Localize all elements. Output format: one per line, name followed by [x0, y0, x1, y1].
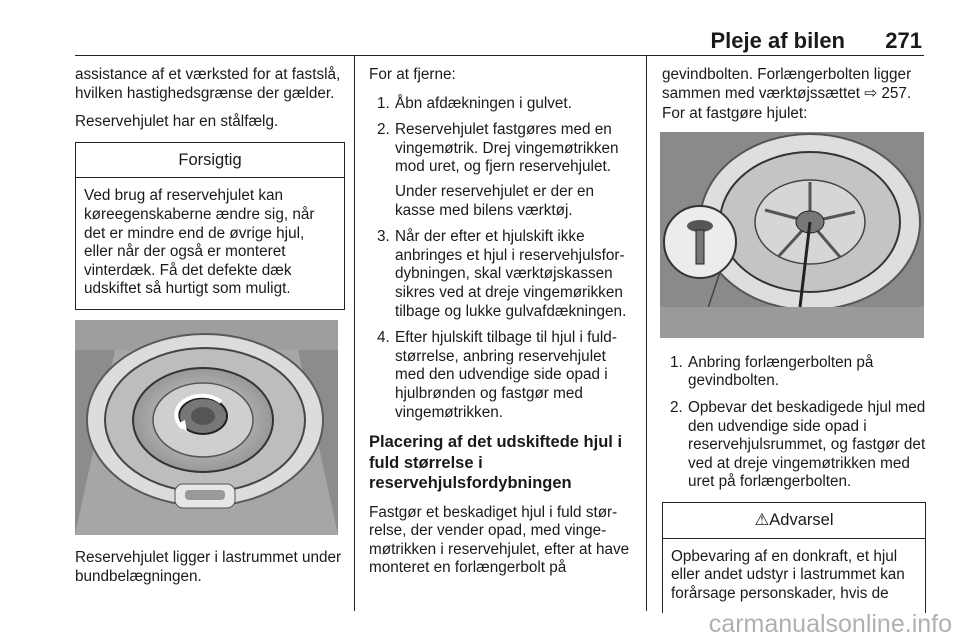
- spare-wheel-illustration: [75, 319, 338, 535]
- paragraph: For at fastgøre hjulet:: [662, 105, 808, 123]
- step-text: Anbring forlængerbolten på gevindbolten.: [688, 353, 874, 390]
- step-note: Under reservehjulet er der en kasse med …: [395, 182, 594, 219]
- figure-caption: Reservehjulet ligger i lastrummet under …: [75, 548, 342, 585]
- step-text: Når der efter et hjulskift ikke anbringe…: [395, 228, 627, 320]
- step-number: 2.: [377, 121, 390, 139]
- list-item: 1. Anbring forlængerbolten på gevindbolt…: [662, 354, 926, 391]
- warning-box: ⚠Advarsel Opbevaring af en donkraft, et …: [662, 501, 926, 614]
- column-2: For at fjerne: 1. Åbn afdækningen i gulv…: [369, 66, 636, 588]
- step-text: Opbevar det beskadigede hjul med den udv…: [688, 398, 926, 491]
- step-number: 3.: [377, 228, 390, 246]
- warning-icon: ⚠: [754, 510, 770, 529]
- list-item: 2. Opbevar det beskadigede hjul med den …: [662, 399, 926, 492]
- list-item: 1. Åbn afdækningen i gulvet.: [369, 95, 636, 114]
- extension-bolt-figure: [660, 131, 924, 338]
- step-number: 4.: [377, 329, 390, 347]
- paragraph: gevindbolten. Forlængerbolten ligger sam…: [662, 66, 912, 102]
- extension-bolt-illustration: [660, 131, 924, 338]
- step-number: 1.: [670, 353, 683, 371]
- caution-box: Forsigtig Ved brug af reservehjulet kan …: [75, 141, 345, 310]
- section-title: Pleje af bilen: [710, 28, 846, 53]
- spare-wheel-figure: [75, 319, 338, 535]
- page-number: 271: [885, 28, 922, 53]
- list-item: 2. Reservehjulet fastgøres med en vingem…: [369, 121, 636, 220]
- column-3: gevindbolten. Forlængerbolten ligger sam…: [660, 66, 926, 623]
- fastening-steps: 1. Anbring forlængerbolten på gevindbolt…: [662, 354, 926, 492]
- removal-steps: 1. Åbn afdækningen i gulvet. 2. Reserveh…: [369, 95, 636, 423]
- step-number: 2.: [670, 398, 683, 416]
- caution-heading: Forsigtig: [76, 143, 344, 179]
- paragraph: assistance af et værksted for at fast­sl…: [75, 66, 341, 102]
- paragraph: For at fjerne:: [369, 66, 456, 83]
- step-text: Åbn afdækningen i gulvet.: [395, 94, 572, 112]
- page-header: Pleje af bilen 271: [0, 0, 960, 56]
- paragraph: Reservehjulet har en stålfælg.: [75, 113, 279, 131]
- section-heading: Placering af det udskiftede hjul i fuld …: [369, 433, 623, 493]
- step-number: 1.: [377, 94, 390, 112]
- paragraph: Fastgør et beskadiget hjul i fuld stør­r…: [369, 503, 630, 577]
- step-text: Reservehjulet fastgøres med en vingemøtr…: [395, 121, 619, 176]
- header-rule: [75, 55, 924, 56]
- warning-heading-text: Advarsel: [769, 510, 834, 529]
- column-1: assistance af et værksted for at fast­sl…: [75, 66, 345, 596]
- column-divider-1: [354, 56, 355, 611]
- column-divider-2: [646, 56, 647, 611]
- caution-body: Ved brug af reservehjulet kan køreegensk…: [84, 187, 315, 298]
- step-text: Efter hjulskift tilbage til hjul i fuld­…: [395, 329, 617, 421]
- list-item: 4. Efter hjulskift tilbage til hjul i fu…: [369, 329, 636, 422]
- watermark: carmanualsonline.info: [708, 610, 952, 638]
- warning-heading: ⚠Advarsel: [663, 503, 925, 539]
- warning-body: Opbevaring af en donkraft, et hjul eller…: [671, 547, 905, 602]
- list-item: 3. Når der efter et hjulskift ikke anbri…: [369, 228, 636, 321]
